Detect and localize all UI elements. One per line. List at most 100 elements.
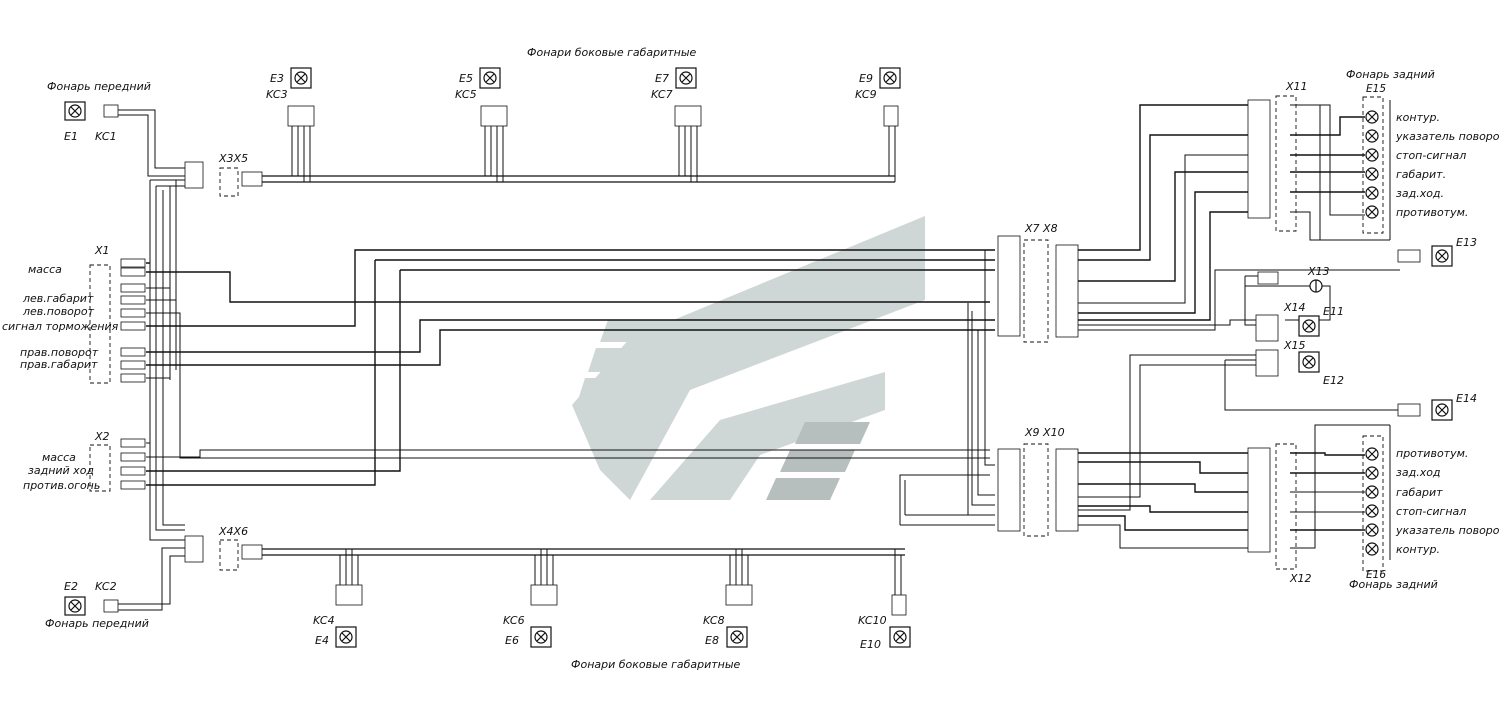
diagram-label: сигнал торможения — [2, 320, 119, 333]
diagram-label: X15 — [1283, 339, 1306, 352]
diagram-label: стоп-сигнал — [1396, 505, 1466, 518]
lamp-e2-icon — [64, 596, 86, 616]
diagram-label: габарит — [1396, 486, 1443, 499]
title-side-lights-bottom: Фонари боковые габаритные — [571, 658, 741, 671]
rear-lamp-bottom-bulbs — [1365, 447, 1379, 556]
lamp-e14-icon — [1431, 399, 1453, 421]
lamp-e12-icon — [1298, 351, 1320, 373]
diagram-label: KC6 — [503, 614, 525, 627]
lamp-e9-icon — [879, 67, 901, 89]
rear-lamp-bottom-housing — [1362, 435, 1384, 572]
diagram-label: KC4 — [313, 614, 335, 627]
diagram-label: E1 — [64, 130, 78, 143]
diagram-label: контур. — [1396, 111, 1440, 124]
diagram-label: E12 — [1323, 374, 1344, 387]
watermark-logo — [572, 216, 925, 500]
lamp-e1-icon — [64, 101, 86, 121]
title-front-lamp-bottom: Фонарь передний — [45, 617, 149, 630]
diagram-label: масса — [42, 451, 76, 464]
connector-x4x6 — [184, 535, 263, 571]
rear-lamp-top-bulbs — [1365, 110, 1379, 219]
diagram-label: X7 X8 — [1024, 222, 1058, 235]
diagram-label: E7 — [655, 72, 669, 85]
connector-x12 — [1247, 443, 1297, 570]
diagram-label: E10 — [860, 638, 881, 651]
lamp-e11-icon — [1298, 315, 1320, 337]
connector-x11 — [1247, 95, 1297, 232]
title-front-lamp-top: Фонарь передний — [47, 80, 151, 93]
diagram-label: E9 — [859, 72, 873, 85]
diagram-label: E14 — [1456, 392, 1477, 405]
wires — [118, 100, 1400, 611]
lamp-e3-icon — [290, 67, 312, 89]
title-rear-lamp-top: Фонарь задний — [1346, 68, 1435, 81]
lamp-e7-icon — [675, 67, 697, 89]
diagram-label: X11 — [1285, 80, 1308, 93]
lamps — [64, 67, 1453, 648]
diagram-label: X3X5 — [218, 152, 248, 165]
diagram-label: X14 — [1283, 301, 1306, 314]
diagram-label: контур. — [1396, 543, 1440, 556]
connector-x1 — [89, 258, 146, 384]
diagram-label: X12 — [1289, 572, 1312, 585]
diagram-label: E3 — [270, 72, 284, 85]
diagram-label: X1 — [94, 244, 110, 257]
diagram-label: E4 — [315, 634, 329, 647]
diagram-label: габарит. — [1396, 168, 1446, 181]
lamp-e4-icon — [335, 626, 357, 648]
diagram-label: E2 — [64, 580, 78, 593]
connector-x15 — [1255, 349, 1279, 377]
diagram-label: E16 — [1366, 569, 1386, 581]
connector-x7x8 — [997, 235, 1079, 343]
diagram-label: зад.ход — [1396, 466, 1441, 479]
labels: Фонари боковые габаритные Фонари боковые… — [2, 46, 1500, 671]
diagram-label: указатель поворота — [1395, 524, 1500, 537]
lamp-e10-icon — [889, 626, 911, 648]
diagram-label: X9 X10 — [1024, 426, 1065, 439]
diagram-label: E15 — [1366, 83, 1386, 95]
diagram-label: KC8 — [703, 614, 725, 627]
connector-x14 — [1255, 314, 1279, 342]
diagram-label: E11 — [1323, 305, 1344, 318]
connector-x13 — [1257, 271, 1279, 285]
diagram-label: KC3 — [266, 88, 288, 101]
diagram-label: прав.поворот — [20, 346, 99, 359]
diagram-label: зад.ход. — [1396, 187, 1444, 200]
diagram-label: E8 — [705, 634, 719, 647]
x13-device-icon — [1309, 279, 1323, 293]
diagram-label: прав.габарит — [20, 358, 98, 371]
lamp-e13-icon — [1431, 245, 1453, 267]
diagram-label: X2 — [94, 430, 110, 443]
title-rear-lamp-bottom: Фонарь задний — [1349, 578, 1438, 591]
diagram-label: задний ход — [28, 464, 94, 477]
diagram-label: лев.габарит — [22, 292, 94, 305]
diagram-label: масса — [28, 263, 62, 276]
rear-lamp-top-housing — [1362, 96, 1384, 234]
diagram-label: противотум. — [1396, 447, 1468, 460]
diagram-label: KC10 — [858, 614, 887, 627]
connector-blocks — [89, 95, 1421, 616]
diagram-label: KC5 — [455, 88, 477, 101]
title-side-lights-top: Фонари боковые габаритные — [527, 46, 697, 59]
diagram-label: указатель поворота — [1395, 130, 1500, 143]
diagram-label: KC9 — [855, 88, 877, 101]
diagram-label: X4X6 — [218, 525, 248, 538]
diagram-label: KC2 — [95, 580, 117, 593]
diagram-label: против.огонь — [23, 479, 100, 492]
diagram-label: E6 — [505, 634, 519, 647]
diagram-label: E13 — [1456, 236, 1477, 249]
diagram-label: лев.поворот — [22, 305, 95, 318]
lamp-e6-icon — [530, 626, 552, 648]
lamp-e5-icon — [479, 67, 501, 89]
diagram-label: X13 — [1307, 265, 1330, 278]
connector-x3x5 — [184, 161, 263, 197]
diagram-label: стоп-сигнал — [1396, 149, 1466, 162]
lamp-e8-icon — [726, 626, 748, 648]
connector-x2 — [89, 438, 146, 492]
diagram-label: KC1 — [95, 130, 117, 143]
diagram-label: противотум. — [1396, 206, 1468, 219]
diagram-label: KC7 — [651, 88, 673, 101]
diagram-label: E5 — [459, 72, 473, 85]
connector-x9x10 — [997, 443, 1079, 537]
